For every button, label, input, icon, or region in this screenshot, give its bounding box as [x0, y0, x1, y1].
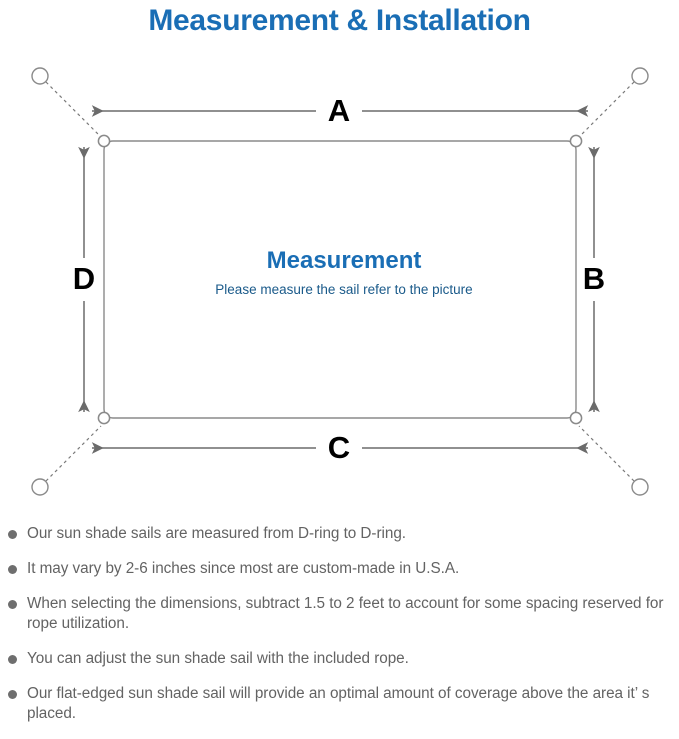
diagram-center-subtitle: Please measure the sail refer to the pic… — [215, 282, 472, 297]
d-ring-bottom-left — [97, 411, 111, 425]
anchor-ring-top-left — [31, 67, 49, 85]
dimension-label-b: B — [583, 261, 605, 296]
list-item: Our sun shade sails are measured from D-… — [8, 524, 673, 544]
bullet-icon — [8, 690, 17, 699]
rope-bottom-left — [45, 425, 102, 482]
list-item: You can adjust the sun shade sail with t… — [8, 649, 673, 669]
rope-top-left — [45, 81, 102, 138]
note-text: Our sun shade sails are measured from D-… — [27, 525, 406, 542]
anchor-ring-bottom-left — [31, 478, 49, 496]
list-item: Our flat-edged sun shade sail will provi… — [8, 684, 673, 724]
d-rings — [97, 134, 583, 425]
dimension-label-d: D — [73, 261, 95, 296]
page-title: Measurement & Installation — [148, 4, 531, 37]
anchor-rings — [31, 67, 649, 496]
rope-top-right — [578, 81, 635, 138]
rope-bottom-right — [578, 425, 635, 482]
note-text: When selecting the dimensions, subtract … — [27, 595, 664, 632]
bullet-icon — [8, 565, 17, 574]
note-text: You can adjust the sun shade sail with t… — [27, 650, 409, 667]
anchor-ring-bottom-right — [631, 478, 649, 496]
note-text: It may vary by 2-6 inches since most are… — [27, 560, 460, 577]
bullet-icon — [8, 655, 17, 664]
sail-body — [103, 140, 577, 419]
bullet-icon — [8, 530, 17, 539]
dimension-label-c: C — [328, 430, 350, 465]
rope-lines — [45, 81, 635, 482]
diagram-center-heading: Measurement — [267, 247, 422, 274]
list-item: When selecting the dimensions, subtract … — [8, 594, 673, 634]
notes-list: Our sun shade sails are measured from D-… — [8, 524, 673, 724]
list-item: It may vary by 2-6 inches since most are… — [8, 559, 673, 579]
dimension-label-a: A — [328, 93, 350, 128]
d-ring-bottom-right — [569, 411, 583, 425]
d-ring-top-left — [97, 134, 111, 148]
sail-measurement-diagram: A C D B Measurement Please measure the s… — [0, 55, 679, 515]
anchor-ring-top-right — [631, 67, 649, 85]
bullet-icon — [8, 600, 17, 609]
note-text: Our flat-edged sun shade sail will provi… — [27, 685, 650, 722]
d-ring-top-right — [569, 134, 583, 148]
